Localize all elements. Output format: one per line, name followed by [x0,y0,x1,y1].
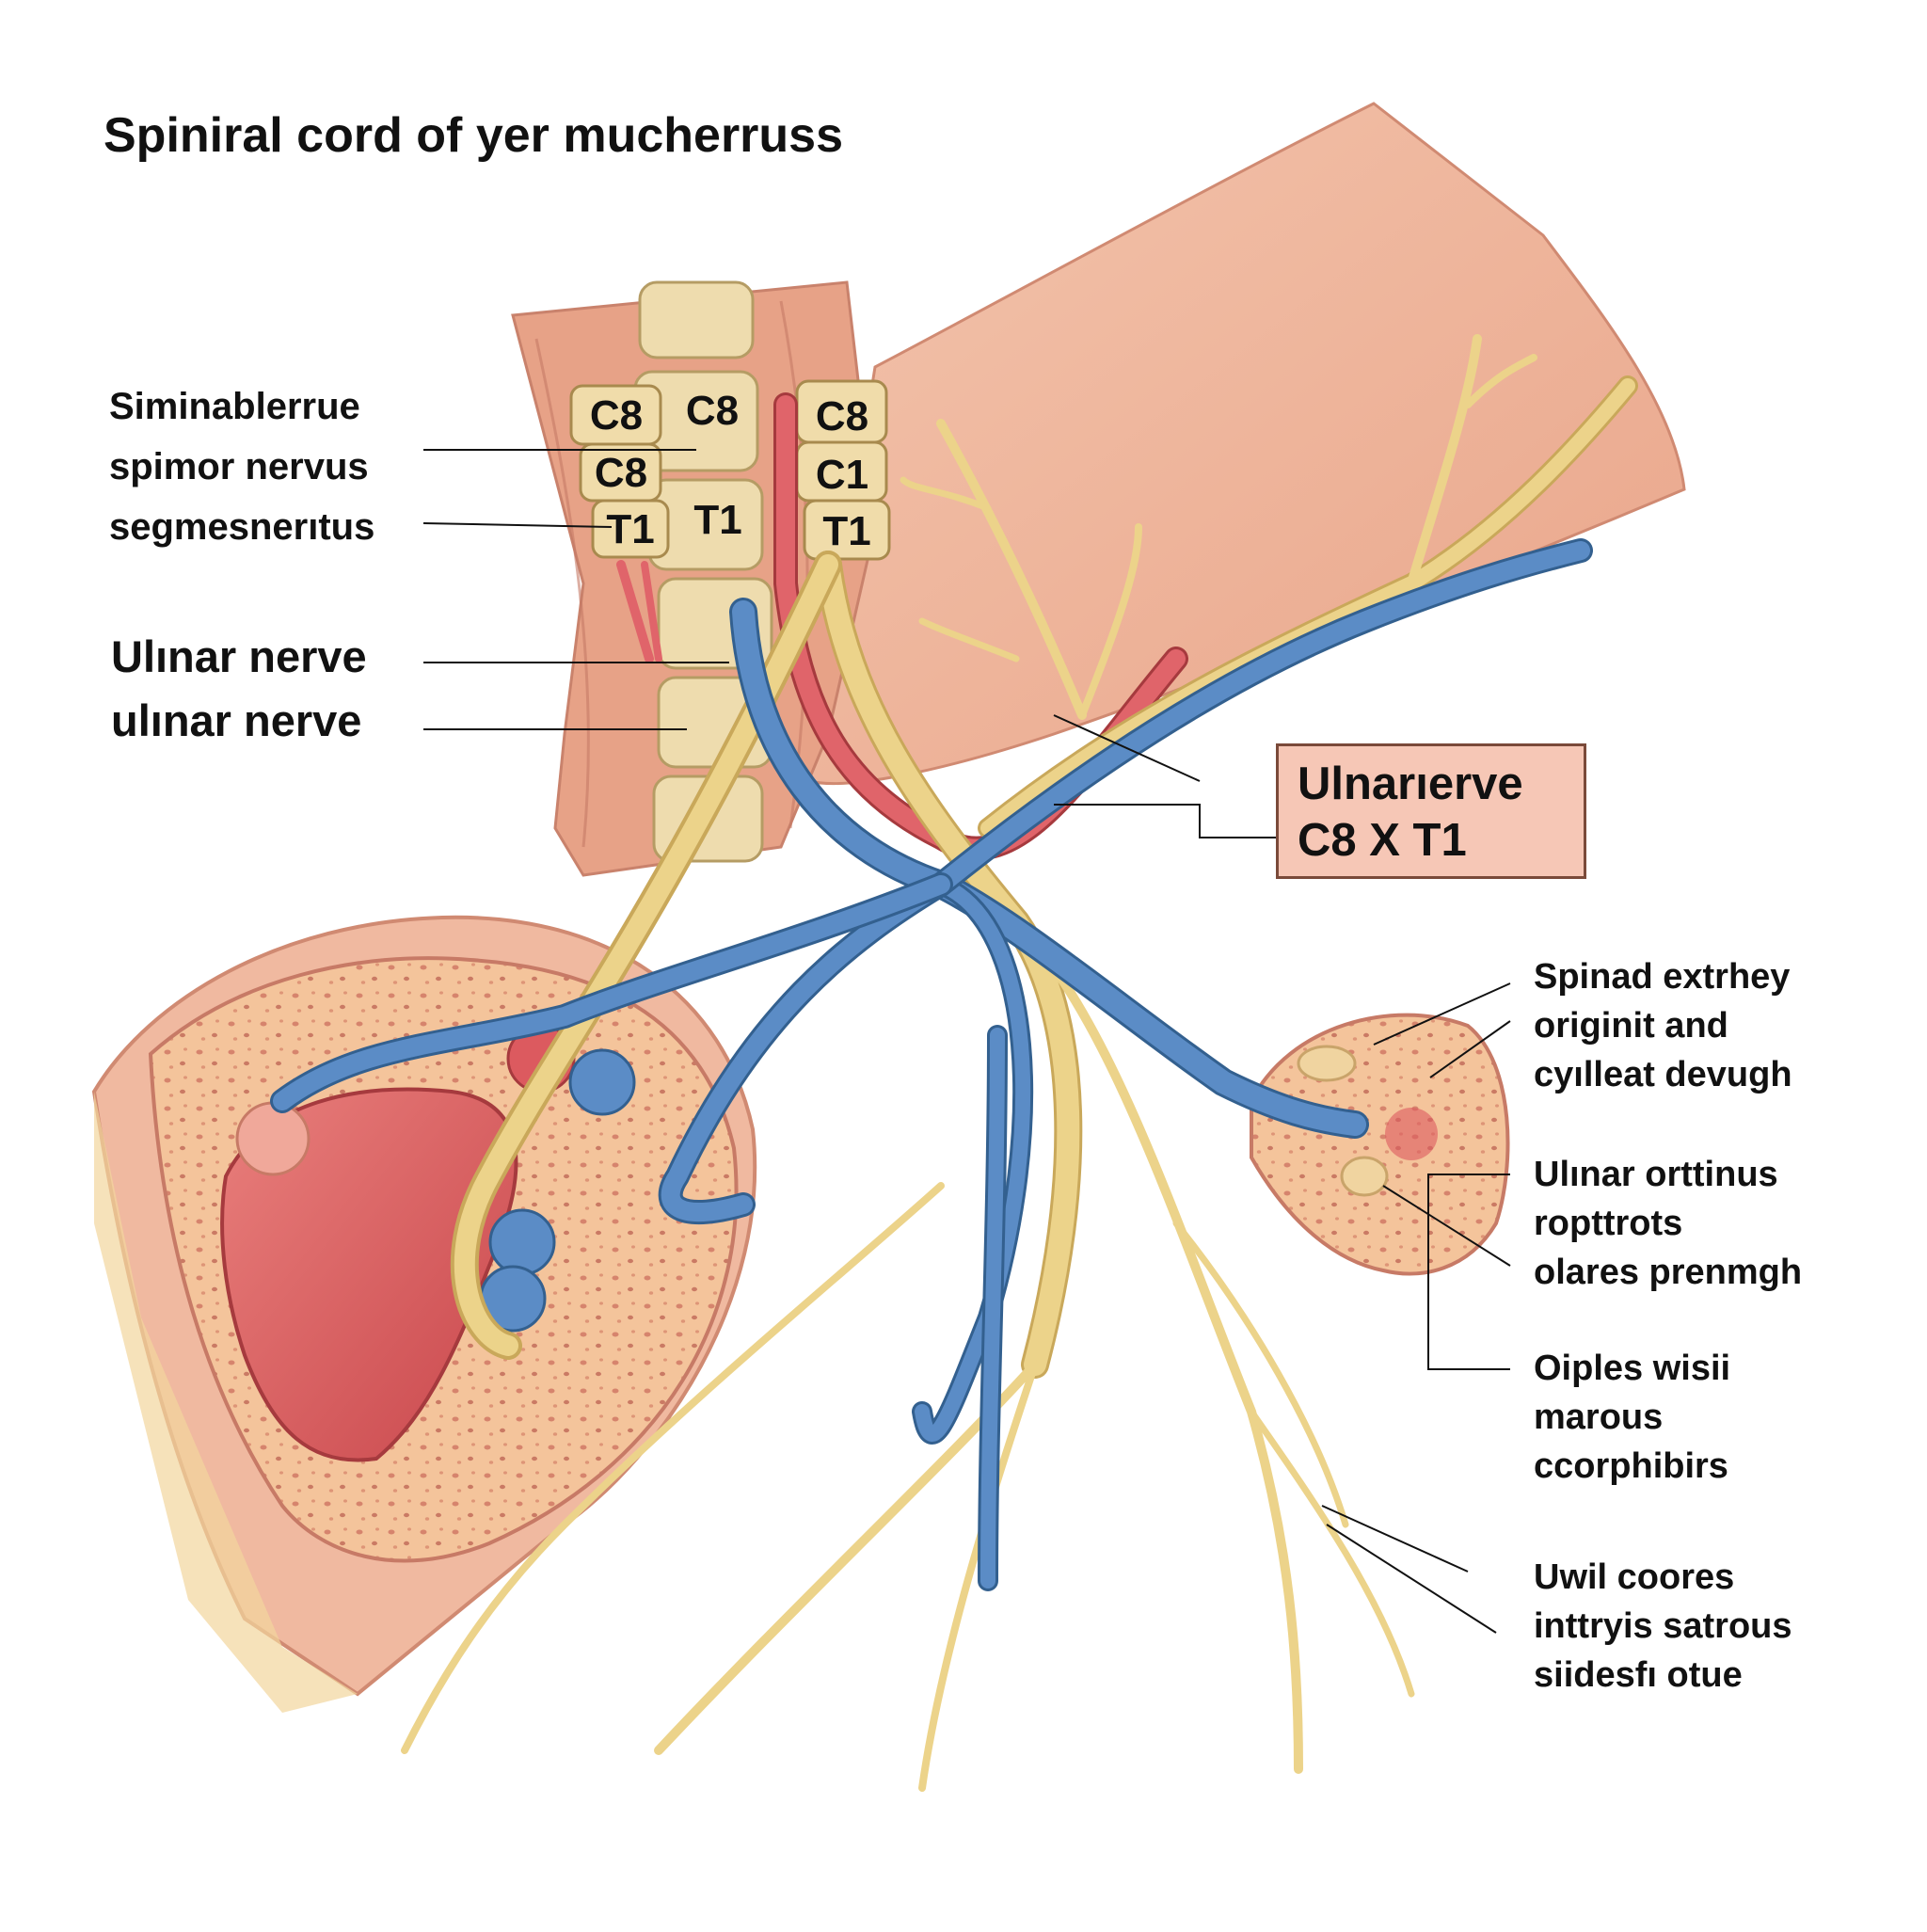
label-line: ccorphibirs [1534,1446,1728,1486]
label-spinal-nervus: Siminablerrue spimor nervus segmesnerıtu… [109,376,374,557]
label-line: Siminablerrue [109,386,360,427]
segment-label: C8 [685,388,740,434]
segment-blocks [569,379,891,561]
label-right-4: Uwil coores inttryis satrous siidesfı ot… [1534,1553,1792,1700]
leader-lines [422,449,1511,1634]
label-line: Oiples wisii [1534,1349,1731,1388]
segment-label: C1 [815,452,869,498]
label-line: Ulınar orttinus [1534,1155,1778,1194]
right-cross-section [1250,1013,1510,1276]
segment-label: C8 [589,392,644,439]
arm-skin [807,102,1686,786]
label-line: siidesfı otue [1534,1655,1743,1695]
muscle-core [220,1087,518,1462]
label-line: cyılleat devugh [1534,1055,1792,1094]
segment-label: T1 [693,497,742,543]
callout-line: C8 X T1 [1298,815,1467,866]
label-right-1: Spinad extrhey originit and cyılleat dev… [1534,952,1792,1099]
segment-label: C8 [594,450,648,496]
label-right-2: Ulınar orttinus ropttrots olares prenmgh [1534,1150,1802,1297]
label-line: Uwil coores [1534,1557,1735,1597]
vein-branches [270,538,1593,1591]
segment-label: T1 [822,508,871,554]
label-line: segmesnerıtus [109,506,375,548]
label-line: marous [1534,1397,1664,1437]
label-line: olares prenmgh [1534,1253,1803,1292]
callout-line: Ulnarıerve [1298,758,1523,809]
label-line: Ulınar nerve [111,631,367,681]
label-line: originit and [1534,1006,1728,1046]
label-right-3: Oiples wisii marous ccorphibirs [1534,1344,1730,1491]
label-ulnar-nerve: Ulınar nerve ulınar nerve [111,625,367,753]
label-line: ulınar nerve [111,695,362,745]
segment-label: C8 [815,393,869,439]
diagram-title: Spiniral cord of yer mucherruss [104,108,844,163]
segment-label: T1 [606,506,655,552]
label-line: spimor nervus [109,446,369,487]
label-line: Spinad extrhey [1534,957,1791,997]
label-line: inttryis satrous [1534,1606,1792,1646]
label-line: ropttrots [1534,1204,1683,1243]
callout-box: Ulnarıerve C8 X T1 [1276,743,1586,879]
